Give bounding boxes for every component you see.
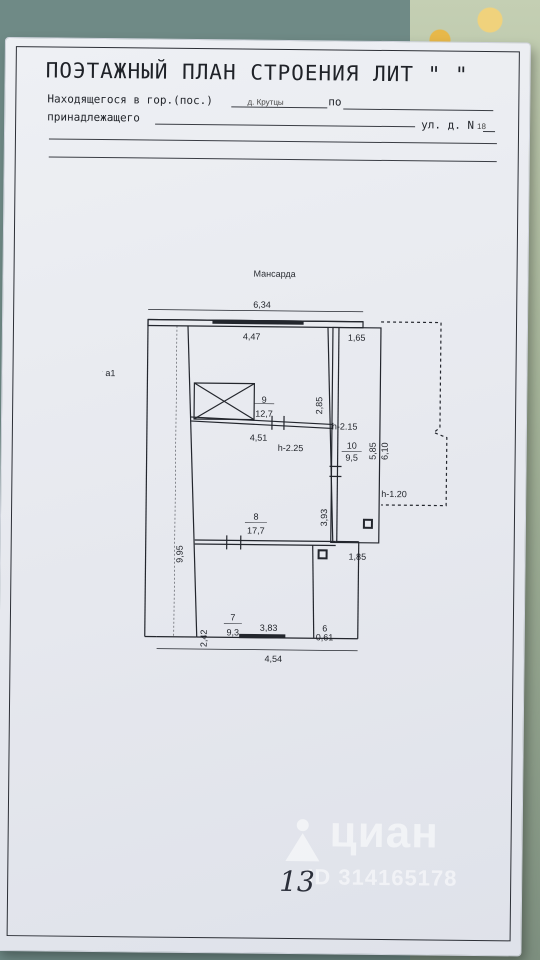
dim-room7-height: 2,42 bbox=[199, 630, 209, 648]
watermark: циан ID 314165178 bbox=[259, 739, 521, 892]
dim-outer-h2: 6,10 bbox=[380, 442, 390, 460]
room-9-area: 12,7 bbox=[255, 409, 273, 419]
room-7-area: 9,3 bbox=[226, 627, 239, 637]
dim-bottom-total: 4,54 bbox=[264, 654, 282, 664]
room-9-number-vis: 9 bbox=[262, 395, 267, 405]
dim-left-height: 9,95 bbox=[175, 545, 185, 563]
dim-bottom-inner: 3,83 bbox=[260, 623, 278, 633]
house-number: 18 bbox=[477, 121, 487, 132]
dim-room8-right: 3,93 bbox=[319, 509, 329, 527]
dim-mid-width: 4,51 bbox=[250, 433, 268, 443]
room-7-number: 7 bbox=[230, 612, 235, 622]
document-title: ПОЭТАЖНЫЙ ПЛАН СТРОЕНИЯ ЛИТ " " bbox=[45, 58, 469, 87]
watermark-id: ID 314165178 bbox=[307, 864, 458, 891]
dim-outer-h1: 5,85 bbox=[368, 442, 378, 460]
owner-prefix: принадлежащего bbox=[47, 110, 140, 125]
location-value: д. Крутцы bbox=[247, 97, 284, 107]
dim-bottom-total bbox=[156, 648, 358, 652]
dim-top-left: 4,47 bbox=[243, 331, 261, 341]
roof-projection bbox=[381, 321, 448, 507]
house-underline bbox=[483, 131, 496, 133]
floor-plan: лит а1 6,34 4,47 1,65 4,51 3,83 4,54 9,9… bbox=[99, 300, 448, 664]
dim-left-height bbox=[173, 325, 178, 637]
dim-room6-width: 0,61 bbox=[316, 632, 334, 642]
dim-room10-width: 1,85 bbox=[349, 552, 367, 562]
room-10-area: 9,5 bbox=[345, 453, 358, 463]
dim-total-width bbox=[148, 309, 364, 313]
dim-room9-right: 2,85 bbox=[314, 397, 324, 415]
room-8-number: 8 bbox=[253, 512, 258, 522]
dim-top-right: 1,65 bbox=[348, 333, 366, 343]
wall-8-7 bbox=[194, 539, 336, 543]
room10-walls bbox=[330, 326, 382, 544]
owner-line: принадлежащего bbox=[47, 110, 140, 124]
location-po: по bbox=[328, 95, 342, 109]
dim-top-total: 6,34 bbox=[253, 300, 271, 310]
room-6-number: 6 bbox=[322, 623, 327, 633]
watermark-brand: циан bbox=[329, 807, 440, 858]
location-prefix: Находящегося в гор.(пос.) bbox=[47, 92, 214, 108]
bottom-window bbox=[239, 633, 286, 639]
liter-label: лит а1 bbox=[99, 368, 115, 378]
outer-wall-left bbox=[144, 319, 149, 637]
room-10-number: 10 bbox=[347, 441, 357, 451]
wall-9-8 bbox=[190, 416, 333, 426]
room6-wall bbox=[312, 545, 315, 639]
inner-right-wall bbox=[327, 327, 334, 542]
ceiling-h215: h-2.15 bbox=[332, 421, 358, 431]
level-label: Мансарда bbox=[253, 268, 296, 280]
document-page: ПОЭТАЖНЫЙ ПЛАН СТРОЕНИЯ ЛИТ " " Находяще… bbox=[0, 38, 530, 956]
cian-logo-icon bbox=[285, 819, 320, 862]
main-left-wall bbox=[187, 325, 198, 638]
stair-opening bbox=[193, 382, 256, 421]
handwritten-page-number: 13 bbox=[279, 864, 315, 899]
ceiling-h225: h-2.25 bbox=[278, 443, 304, 453]
ceiling-h120: h-1.20 bbox=[381, 489, 407, 499]
room-8-area: 17,7 bbox=[247, 526, 265, 536]
street-prefix: ул. д. N bbox=[421, 118, 475, 132]
top-window bbox=[212, 319, 304, 325]
